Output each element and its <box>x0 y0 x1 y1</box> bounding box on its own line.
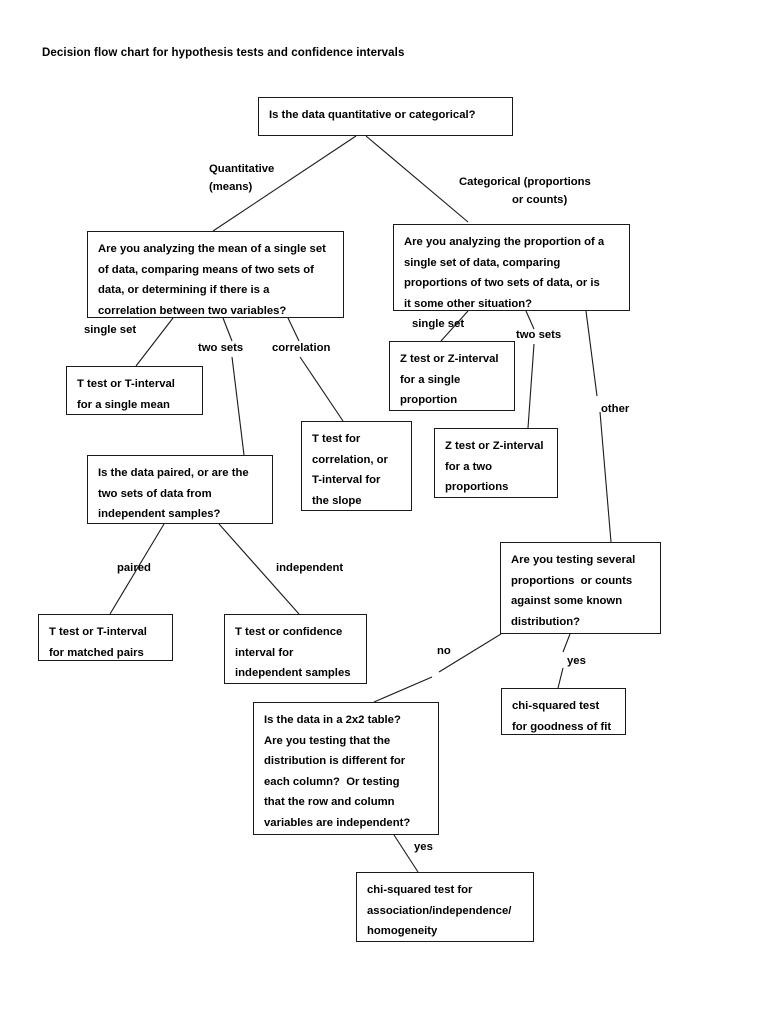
node-z-two-prop-line-3: proportions <box>445 481 509 494</box>
node-chi-squared-association[interactable]: chi-squared test for association/indepen… <box>356 872 534 942</box>
node-several-proportions-question[interactable]: Are you testing several proportions or c… <box>500 542 661 634</box>
node-paired-q-line-1: Is the data paired, or are the <box>98 467 249 479</box>
node-paired-q-line-3: independent samples? <box>98 508 221 521</box>
node-several-prop-line-2: proportions or counts <box>511 574 633 587</box>
node-root-line-1: Is the data quantitative or categorical? <box>269 109 476 121</box>
edge-cat-to-other <box>585 310 598 397</box>
node-t-matched-pairs-line-1: T test or T-interval <box>49 626 147 638</box>
node-quantitative-question[interactable]: Are you analyzing the mean of a single s… <box>87 231 344 318</box>
node-cat-line-3: proportions of two sets of data, or is <box>404 277 600 290</box>
node-t-independent-line-3: independent samples <box>235 667 351 680</box>
edge-quant-to-twosets <box>222 317 233 342</box>
edge-label-two-sets-right: two sets <box>516 329 562 341</box>
node-z-single-prop-line-2: for a single <box>400 373 461 386</box>
edge-label-paired: paired <box>117 562 151 574</box>
node-cat-line-2: single set of data, comparing <box>404 256 561 269</box>
node-quant-line-3: data, or determining if there is a <box>98 284 270 297</box>
edge-quant-to-correlation-2 <box>299 356 344 422</box>
node-quant-line-1: Are you analyzing the mean of a single s… <box>98 243 326 255</box>
node-chi-assoc-line-3: homogeneity <box>367 925 438 938</box>
node-t-independent-samples[interactable]: T test or confidence interval for indepe… <box>224 614 367 684</box>
node-z-single-prop-line-3: proportion <box>400 394 458 407</box>
edge-label-categorical-2: or counts) <box>512 194 568 206</box>
node-t-single-mean-line-2: for a single mean <box>77 398 170 411</box>
node-chi-gof-line-2: for goodness of fit <box>512 720 612 733</box>
node-paired-q-line-2: two sets of data from <box>98 487 212 500</box>
node-t-independent-line-1: T test or confidence <box>235 626 343 638</box>
edge-label-independent: independent <box>276 562 344 574</box>
edge-several-to-no-2 <box>373 676 433 703</box>
edge-label-categorical-1: Categorical (proportions <box>459 176 591 188</box>
edge-label-no: no <box>437 645 451 657</box>
node-paired-question[interactable]: Is the data paired, or are the two sets … <box>87 455 273 524</box>
node-t-single-mean[interactable]: T test or T-interval for a single mean <box>66 366 203 415</box>
node-table-question[interactable]: Is the data in a 2x2 table? Are you test… <box>253 702 439 835</box>
node-z-single-proportion[interactable]: Z test or Z-interval for a single propor… <box>389 341 515 411</box>
node-t-matched-pairs-line-2: for matched pairs <box>49 646 144 659</box>
node-categorical-question[interactable]: Are you analyzing the proportion of a si… <box>393 224 630 311</box>
edge-label-correlation: correlation <box>272 342 331 354</box>
node-root[interactable]: Is the data quantitative or categorical? <box>258 97 513 136</box>
node-z-two-prop-line-1: Z test or Z-interval <box>445 440 544 452</box>
node-t-correlation[interactable]: T test for correlation, or T-interval fo… <box>301 421 412 511</box>
node-table-q-line-3: distribution is different for <box>264 755 406 768</box>
node-z-single-prop-line-1: Z test or Z-interval <box>400 353 499 365</box>
edge-label-yes-goodness-of-fit: yes <box>567 655 586 667</box>
node-t-matched-pairs[interactable]: T test or T-interval for matched pairs <box>38 614 173 661</box>
node-table-q-line-6: variables are independent? <box>264 816 411 829</box>
node-several-prop-line-4: distribution? <box>511 615 581 628</box>
node-quant-line-2: of data, comparing means of two sets of <box>98 263 314 276</box>
node-cat-line-4: it some other situation? <box>404 297 533 310</box>
edge-label-other: other <box>601 403 630 415</box>
node-quant-line-4: correlation between two variables? <box>98 304 287 317</box>
node-chi-assoc-line-1: chi-squared test for <box>367 884 473 896</box>
edge-label-quantitative-2: (means) <box>209 181 253 193</box>
edge-label-single-set-right: single set <box>412 318 465 330</box>
node-chi-assoc-line-2: association/independence/ <box>367 904 512 917</box>
edge-label-single-set-left: single set <box>84 324 137 336</box>
edge-quant-to-twosets-2 <box>231 356 245 456</box>
node-chi-gof-line-1: chi-squared test <box>512 700 600 712</box>
node-t-correlation-line-2: correlation, or <box>312 453 388 466</box>
edge-label-yes-association: yes <box>414 841 433 853</box>
node-t-correlation-line-3: T-interval for <box>312 474 381 487</box>
edge-cat-to-twosets-2 <box>527 343 535 429</box>
node-table-q-line-4: each column? Or testing <box>264 775 400 788</box>
edge-label-quantitative-1: Quantitative <box>209 163 275 175</box>
node-several-prop-line-3: against some known <box>511 595 623 608</box>
edge-several-to-gof-2 <box>557 667 564 689</box>
node-table-q-line-5: that the row and column <box>264 796 395 809</box>
node-t-correlation-line-4: the slope <box>312 494 362 507</box>
node-z-two-prop-line-2: for a two <box>445 460 493 473</box>
node-chi-squared-goodness-of-fit[interactable]: chi-squared test for goodness of fit <box>501 688 626 735</box>
edge-several-to-gof <box>562 633 571 653</box>
edge-quant-to-single <box>135 317 174 367</box>
edge-quant-to-correlation <box>287 317 300 342</box>
page-title: Decision flow chart for hypothesis tests… <box>42 47 405 59</box>
node-cat-line-1: Are you analyzing the proportion of a <box>404 236 605 248</box>
node-t-single-mean-line-1: T test or T-interval <box>77 378 175 390</box>
node-table-q-line-1: Is the data in a 2x2 table? <box>264 714 401 726</box>
edge-label-two-sets-left: two sets <box>198 342 244 354</box>
node-table-q-line-2: Are you testing that the <box>264 734 391 747</box>
node-t-correlation-line-1: T test for <box>312 433 361 445</box>
node-z-two-proportions[interactable]: Z test or Z-interval for a two proportio… <box>434 428 558 498</box>
node-several-prop-line-1: Are you testing several <box>511 554 636 566</box>
node-t-independent-line-2: interval for <box>235 646 294 659</box>
edge-cat-to-other-2 <box>599 411 612 543</box>
edge-root-to-cat <box>365 135 469 223</box>
